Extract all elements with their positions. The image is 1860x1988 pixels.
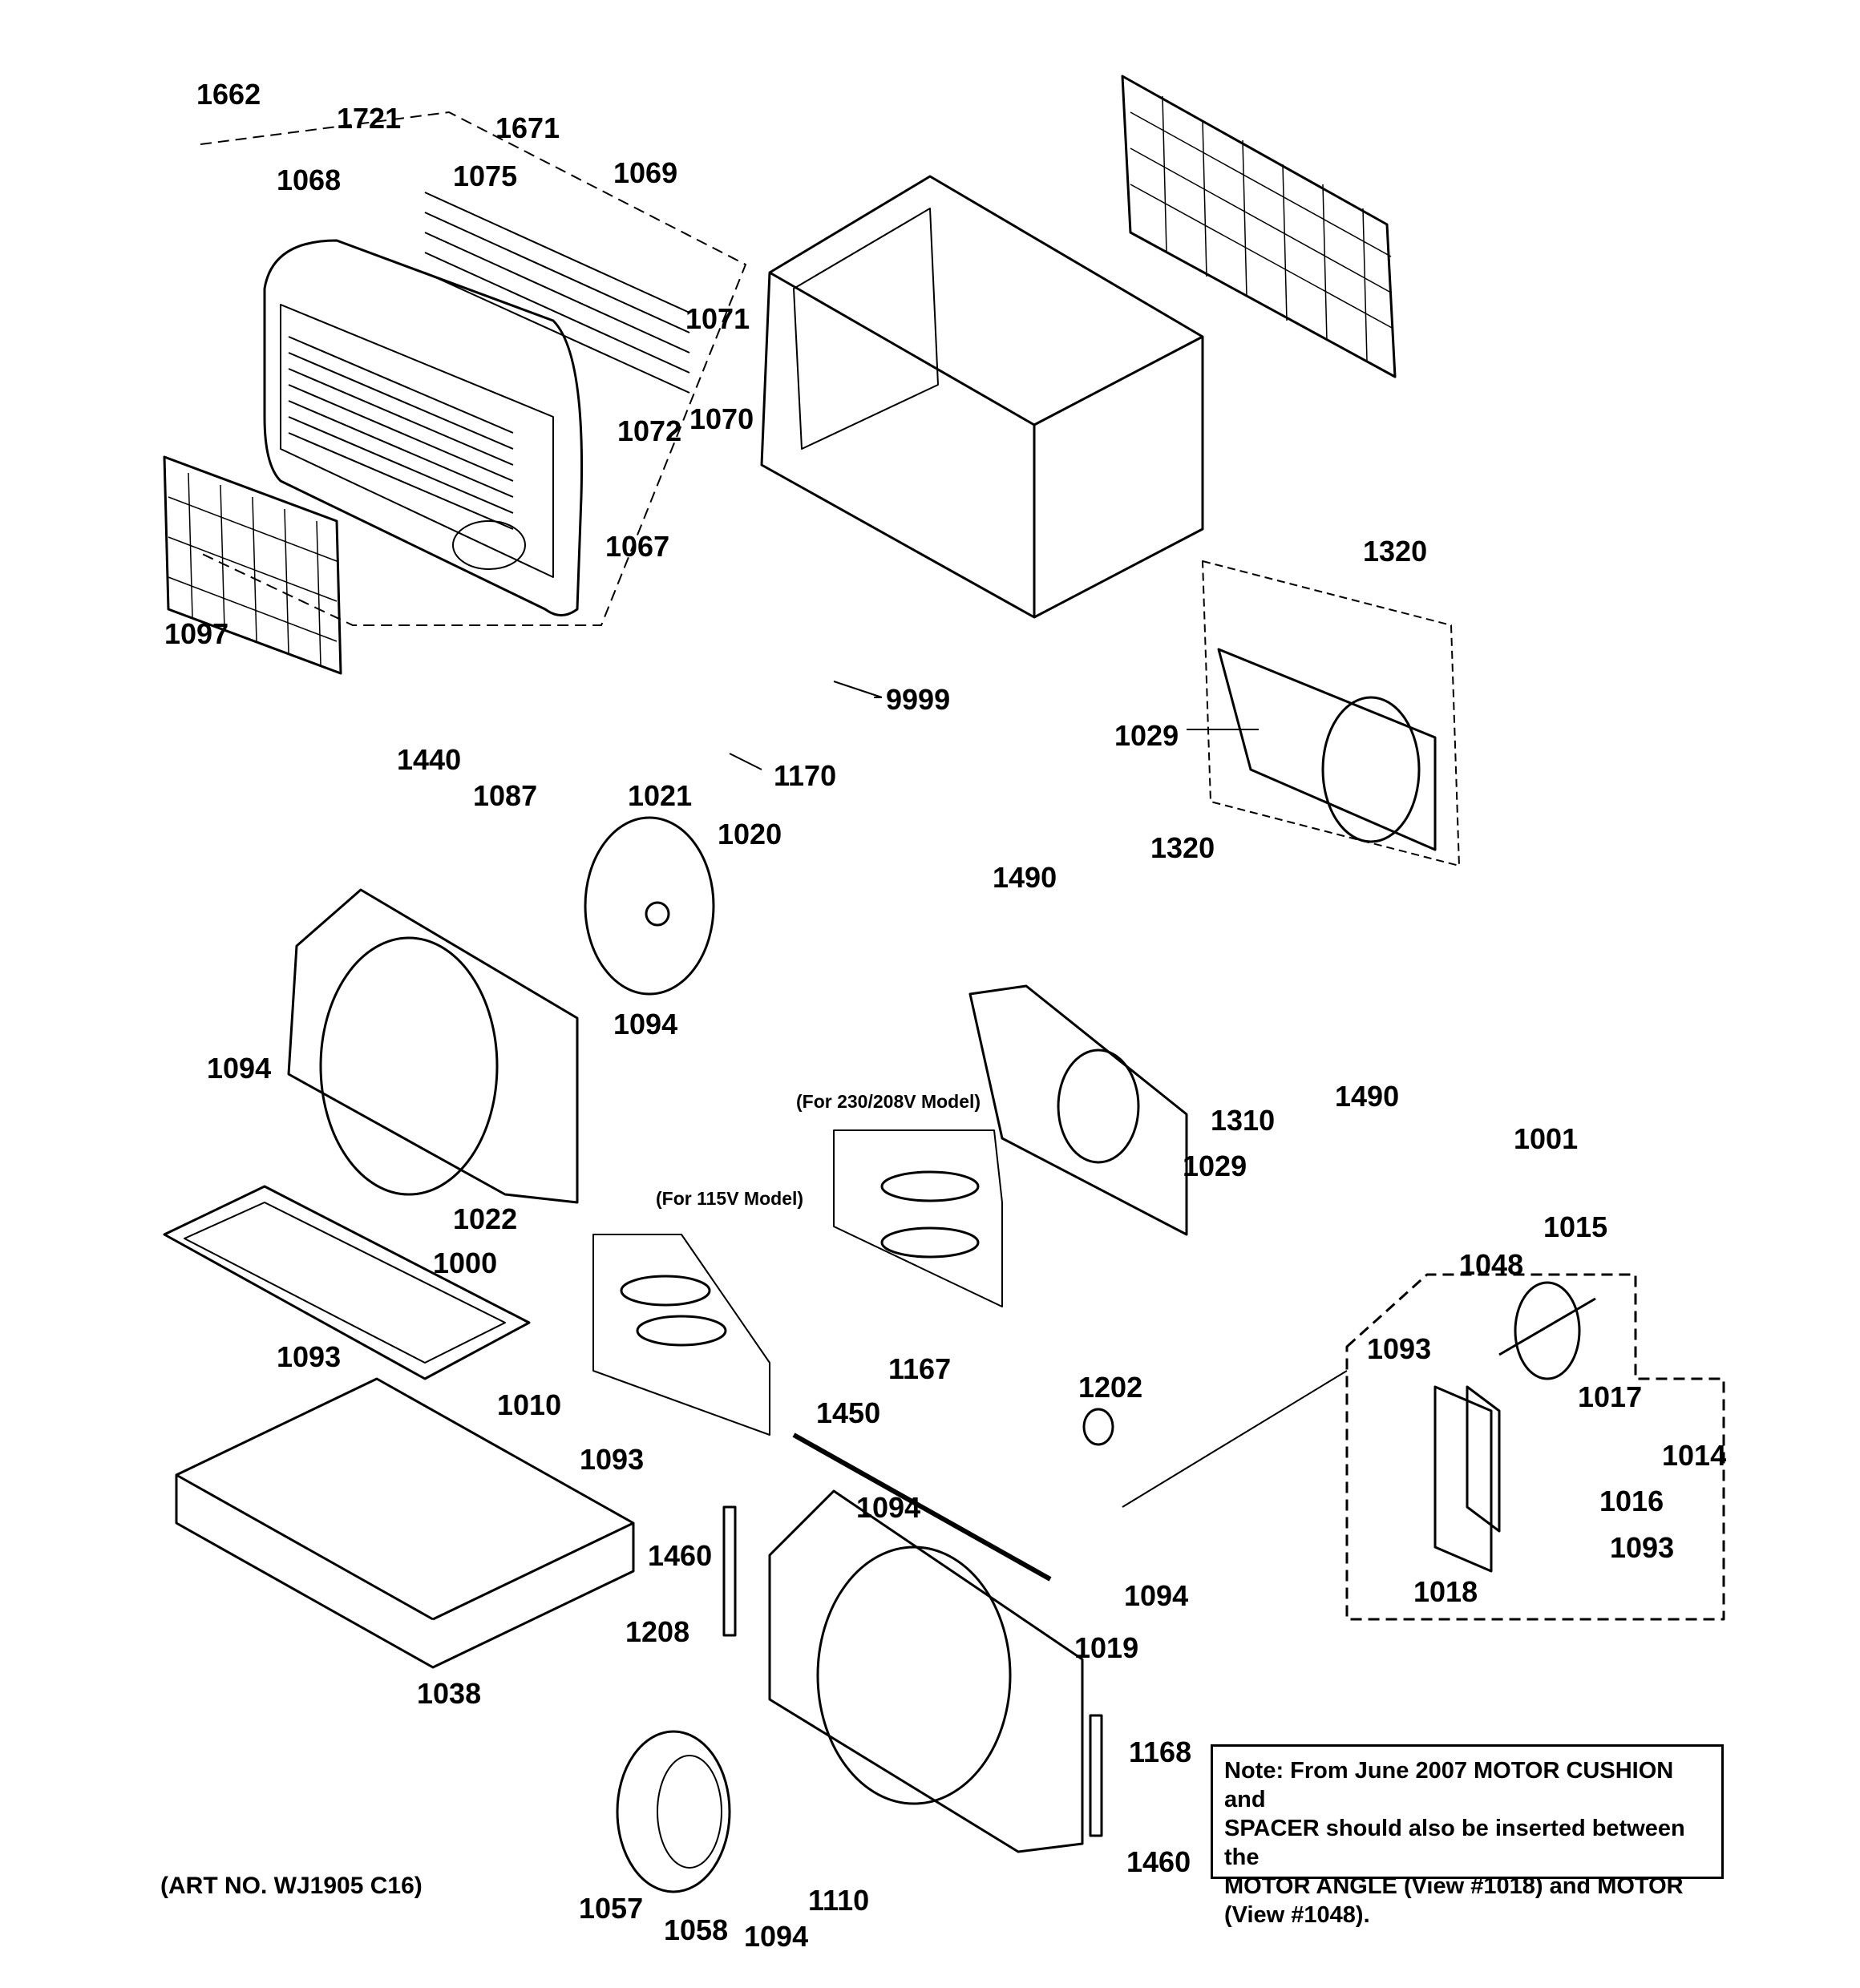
part-label: 1320 [1150,831,1215,864]
blower-housing-shape [768,1489,1084,1853]
front-group-boundary [200,111,746,626]
seal-strip-left [722,1505,737,1637]
part-label: 1460 [648,1539,712,1572]
part-label: 1310 [1211,1104,1275,1137]
part-label: 1000 [433,1247,497,1279]
part-label: 1450 [816,1396,880,1429]
part-label: 1021 [628,779,692,812]
part-label: 1057 [579,1892,643,1925]
part-label: 1094 [856,1491,920,1524]
part-label: 1110 [808,1884,869,1917]
part-label: 1094 [1124,1579,1188,1612]
part-label: 1070 [689,402,754,435]
part-label: 1029 [1114,719,1179,752]
part-label: 1016 [1599,1485,1664,1517]
part-label: 1014 [1662,1439,1726,1472]
air-filter-shape [163,455,342,675]
note-line: Note: From June 2007 MOTOR CUSHION and [1224,1758,1674,1812]
partition-upper-shape [1202,560,1460,867]
part-label: 1094 [207,1052,271,1085]
front-grille-shape [263,239,584,616]
part-label: 1018 [1413,1575,1478,1608]
part-label: 1010 [497,1388,561,1421]
capacitor-shape [1082,1408,1114,1446]
part-label: 1490 [993,861,1057,894]
note-line: (View #1048). [1224,1902,1370,1928]
fan-blade-shape [584,816,715,996]
part-label: 1087 [473,779,537,812]
note-line: MOTOR ANGLE (View #1018) and MOTOR [1224,1873,1684,1899]
part-label: 1093 [1367,1332,1431,1365]
part-label: 1097 [164,617,228,650]
part-label: 9999 [886,683,950,716]
cabinet-shape [760,175,1204,619]
drain-tray-shape [163,1185,531,1380]
part-label: 1662 [196,78,261,111]
part-label: 1017 [1578,1380,1642,1413]
rear-grille-shape [1121,75,1397,378]
note-box: Note: From June 2007 MOTOR CUSHION and S… [1211,1744,1724,1928]
model-note-115v: (For 115V Model) [656,1188,803,1209]
part-label: 1094 [744,1920,808,1953]
motor-group-boundary [1345,1273,1725,1621]
part-label: 1020 [718,818,782,851]
model-note-230v: (For 230/208V Model) [796,1091,981,1112]
part-label: 1001 [1514,1122,1578,1155]
heater-115v-shape [592,1234,770,1436]
part-label: 1671 [495,111,560,144]
part-labels: 1662 1721 1671 1068 1075 1069 1071 1070 … [164,78,1726,1953]
part-label: 1075 [453,160,517,192]
part-label: 1440 [397,743,461,776]
bracket-shape [1433,1385,1493,1573]
art-number: (ART NO. WJ1905 C16) [160,1873,423,1899]
part-label: 1490 [1335,1080,1399,1113]
part-label: 1071 [685,302,750,335]
part-label: 1069 [613,156,677,189]
part-label: 1015 [1543,1210,1607,1243]
part-label: 1721 [337,102,401,135]
part-label: 1068 [277,164,341,196]
part-label: 1093 [1610,1531,1674,1564]
note-line: SPACER should also be inserted between t… [1224,1816,1685,1870]
part-label: 1072 [617,414,681,447]
part-label: 1067 [605,530,669,563]
part-label: 1093 [580,1443,644,1476]
part-label: 1094 [613,1008,677,1040]
partition-lower-shape [968,984,1188,1236]
shroud-shape [287,888,579,1204]
part-label: 1022 [453,1202,517,1235]
part-label: 1460 [1126,1845,1191,1878]
part-label: 1038 [417,1677,481,1710]
part-label: 1167 [888,1352,951,1385]
heater-230v-shape [833,1129,1003,1307]
seal-strip-right [1089,1714,1103,1837]
part-label: 1170 [774,759,836,792]
part-label: 1093 [277,1340,341,1373]
part-label: 1019 [1074,1631,1138,1664]
part-label: 1320 [1363,535,1427,568]
part-label: 1208 [625,1615,689,1648]
base-pan-shape [175,1377,635,1669]
motor-shape [1466,1281,1596,1533]
part-label: 1048 [1459,1248,1523,1281]
part-label: 1058 [664,1913,728,1946]
part-label: 1168 [1129,1735,1191,1768]
louver-set-shape [424,192,690,394]
blower-wheel-shape [616,1730,731,1893]
part-label: 1029 [1183,1150,1247,1182]
seal-strip-top [792,1432,1052,1582]
part-label: 1202 [1078,1371,1142,1404]
